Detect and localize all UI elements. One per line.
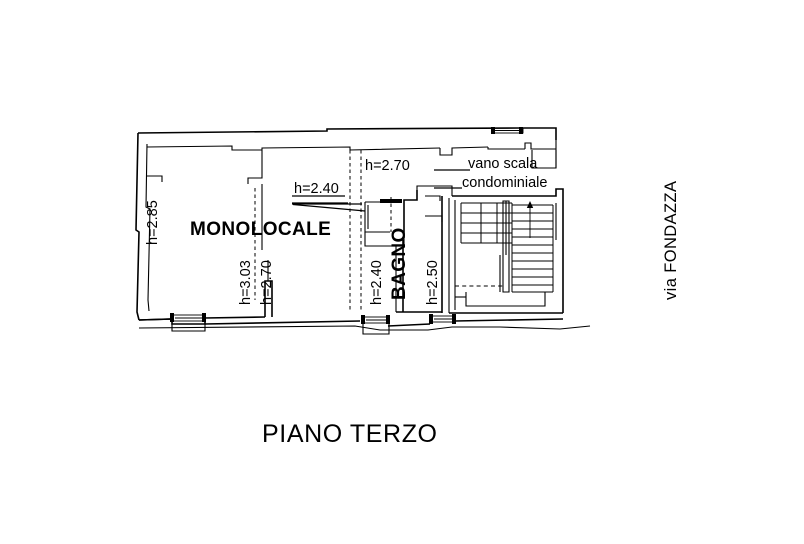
ceiling-height-boundaries — [254, 150, 392, 312]
bottom-wall — [138, 318, 591, 331]
note-stairwell-line2: condominiale — [462, 175, 547, 191]
height-label-corridor: h=2.40 — [369, 260, 385, 305]
stairs-up-arrow — [526, 201, 534, 238]
stairwell-enclosure — [449, 188, 564, 314]
bagno-walls — [396, 185, 453, 313]
inner-top-walls — [146, 140, 557, 169]
room-label-bagno: BAGNO — [389, 227, 410, 300]
height-label-center-right: h=2.70 — [259, 260, 275, 305]
height-label-left-wall: h=2.85 — [145, 200, 161, 245]
window-bottom-bagno — [429, 314, 456, 324]
window-bottom-center — [361, 315, 390, 335]
leader-lines — [292, 169, 470, 212]
note-stairwell-line1: vano scala — [468, 156, 538, 172]
stairs-landing — [455, 285, 546, 307]
partition-monolocale — [247, 150, 273, 317]
height-label-bagno: h=2.50 — [425, 260, 441, 305]
page-title: PIANO TERZO — [262, 420, 438, 448]
room-label-monolocale: MONOLOCALE — [190, 219, 331, 240]
height-label-center-left: h=3.03 — [238, 260, 254, 305]
height-label-upper-right: h=2.70 — [365, 158, 410, 174]
stairs-stringer — [499, 200, 510, 293]
kitchen-niche — [364, 199, 405, 312]
stairs-upper-flight — [460, 202, 513, 244]
height-label-kitchen: h=2.40 — [294, 181, 339, 197]
stairs-lower-flight — [511, 204, 554, 293]
street-name-label: via FONDAZZA — [662, 181, 680, 300]
labels: MONOLOCALE BAGNO h=2.40 h=2.70 h=2.85 h=… — [145, 156, 680, 305]
window-bottom-left — [170, 313, 206, 332]
window-top — [491, 127, 524, 134]
